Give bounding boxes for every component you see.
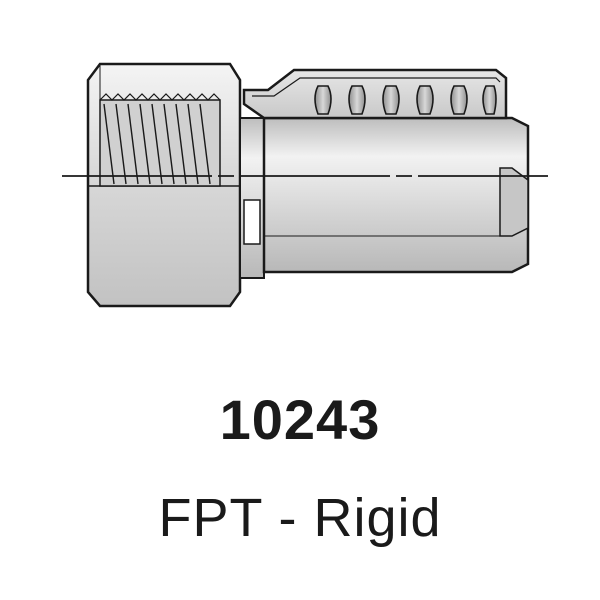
part-description: FPT - Rigid bbox=[158, 488, 442, 548]
collar bbox=[239, 117, 265, 279]
crimp-socket bbox=[242, 68, 508, 120]
stem-body bbox=[262, 116, 530, 274]
part-number: 10243 bbox=[219, 388, 381, 451]
hex-nut bbox=[86, 62, 242, 308]
hose-fitting-diagram bbox=[62, 62, 548, 308]
barb-teeth bbox=[314, 85, 497, 115]
internal-threads bbox=[103, 103, 211, 185]
